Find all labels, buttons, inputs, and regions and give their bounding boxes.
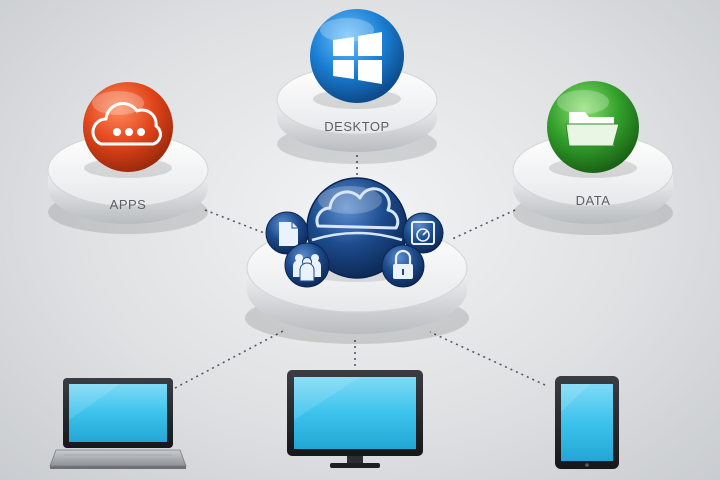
lock-satellite [381,244,425,288]
document-satellite [265,211,309,255]
connector-data [449,209,516,241]
monitor-icon [287,370,423,468]
data-label: DATA [576,193,611,208]
connector-laptop [174,329,286,389]
gauge-satellite [402,212,444,254]
desktop-node[interactable]: DESKTOP [276,9,438,164]
tablet-icon [555,376,619,469]
connectors [174,155,546,389]
lock-icon [393,249,413,279]
connector-apps [204,209,273,237]
users-satellite [284,242,330,288]
tablet-device[interactable] [555,376,619,469]
apps-label: APPS [110,197,147,212]
apps-sphere [83,82,173,172]
users-icon [293,254,321,282]
cloud-icon [311,187,403,242]
chat-cloud-icon [91,102,162,146]
apps-node[interactable]: APPS [47,82,209,234]
monitor-device[interactable] [287,370,423,468]
windows-logo-icon [333,32,382,84]
data-node[interactable]: DATA [512,81,674,235]
cloud-hub[interactable] [245,177,469,344]
laptop-icon [49,378,187,469]
desktop-label: DESKTOP [324,119,389,134]
folder-icon [565,112,620,147]
laptop-device[interactable] [49,378,187,469]
connector-tablet [429,331,546,386]
document-icon [279,222,298,246]
gauge-icon [411,221,435,245]
